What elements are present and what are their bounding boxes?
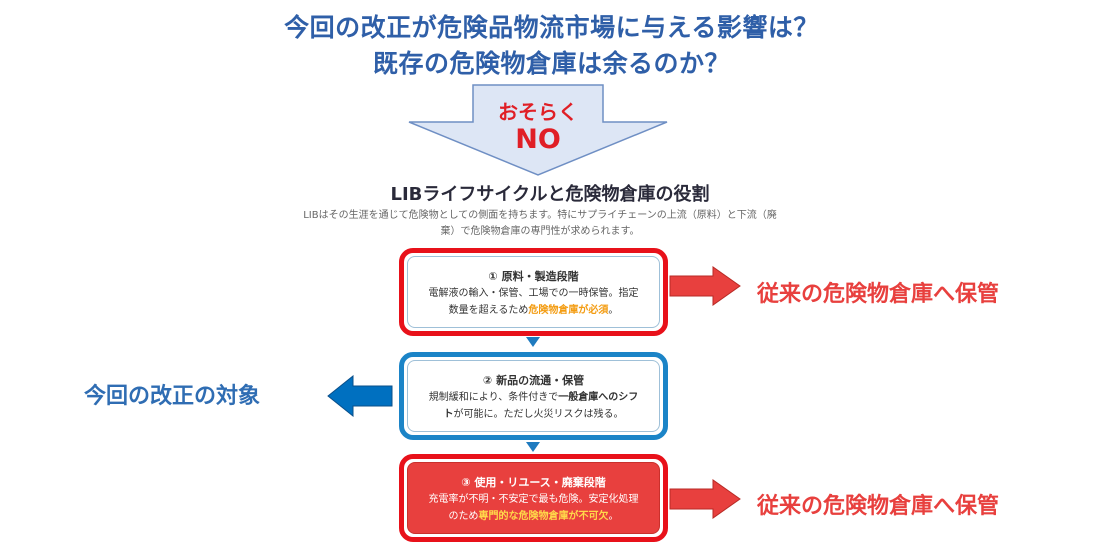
section-description-line-2: 棄）で危険物倉庫の専門性が求められます。 bbox=[440, 226, 640, 237]
section-description-line-1: LIBはその生涯を通じて危険物としての側面を持ちます。特にサプライチェーンの上流… bbox=[303, 210, 777, 221]
stage-3-text-line-2: のため専門的な危険物倉庫が不可欠。 bbox=[408, 508, 659, 525]
answer-probably: おそらく bbox=[498, 100, 578, 124]
stage-3-text-line-1: 充電率が不明・不安定で最も危険。安定化処理 bbox=[428, 494, 639, 505]
stage-2-highlight-frame bbox=[399, 352, 668, 440]
stage-1-highlight: 危険物倉庫が必須 bbox=[528, 305, 609, 316]
stage-1-highlight-frame bbox=[399, 248, 668, 336]
title-line-1: 今回の改正が危険品物流市場に与える影響は？ bbox=[284, 13, 819, 42]
stage-3-card: ③ 使用・リユース・廃棄段階 充電率が不明・不安定で最も危険。安定化処理 のため… bbox=[407, 462, 660, 534]
stage-2-card: ② 新品の流通・保管 規制緩和により、条件付きで一般倉庫へのシフ トが可能に。た… bbox=[407, 360, 660, 432]
label-conventional-storage-top: 従来の危険物倉庫へ保管 bbox=[757, 282, 1000, 307]
answer-no: NO bbox=[515, 124, 561, 155]
stage-1-text-prefix: 数量を超えるため bbox=[448, 305, 529, 316]
stage-2-text-prefix: 規制緩和により、条件付きで bbox=[428, 392, 559, 403]
stage-1-text-line-1: 電解液の輸入・保管、工場での一時保管。指定 bbox=[428, 288, 639, 299]
stage-3-text-prefix: のため bbox=[448, 511, 479, 522]
stage-2-text-line-1: 規制緩和により、条件付きで一般倉庫へのシフ bbox=[408, 389, 659, 406]
stage-2-text-suffix: が可能に。ただし火災リスクは残る。 bbox=[453, 409, 624, 420]
stage-2-text-line-2: トが可能に。ただし火災リスクは残る。 bbox=[408, 406, 659, 423]
connector-triangle-2 bbox=[526, 442, 540, 452]
stage-3-highlight-frame bbox=[399, 454, 668, 542]
section-description: LIBはその生涯を通じて危険物としての側面を持ちます。特にサプライチェーンの上流… bbox=[280, 208, 800, 240]
right-block-arrow-icon bbox=[669, 266, 741, 306]
stage-3-title: ③ 使用・リユース・廃棄段階 bbox=[461, 476, 606, 489]
stage-2-title: ② 新品の流通・保管 bbox=[482, 374, 585, 387]
label-revision-target: 今回の改正の対象 bbox=[84, 384, 261, 409]
label-conventional-storage-bottom: 従来の危険物倉庫へ保管 bbox=[757, 494, 1000, 519]
connector-triangle-1 bbox=[526, 337, 540, 347]
title-line-2: 既存の危険物倉庫は余るのか？ bbox=[372, 49, 730, 78]
section-title: LIBライフサイクルと危険物倉庫の役割 bbox=[390, 184, 710, 205]
stage-1-title: ① 原料・製造段階 bbox=[488, 270, 579, 283]
down-block-arrow-icon bbox=[408, 84, 668, 176]
stage-2-bold-2: ト bbox=[443, 409, 454, 420]
stage-1-text-line-2: 数量を超えるため危険物倉庫が必須。 bbox=[408, 302, 659, 319]
right-block-arrow-icon bbox=[669, 479, 741, 519]
left-block-arrow-icon bbox=[327, 375, 393, 417]
stage-3-highlight: 専門的な危険物倉庫が不可欠 bbox=[478, 511, 609, 522]
stage-1-text-suffix: 。 bbox=[608, 305, 619, 316]
stage-1-card: ① 原料・製造段階 電解液の輸入・保管、工場での一時保管。指定 数量を超えるため… bbox=[407, 256, 660, 328]
stage-2-bold-1: 一般倉庫へのシフ bbox=[558, 392, 639, 403]
stage-3-text-suffix: 。 bbox=[608, 511, 619, 522]
